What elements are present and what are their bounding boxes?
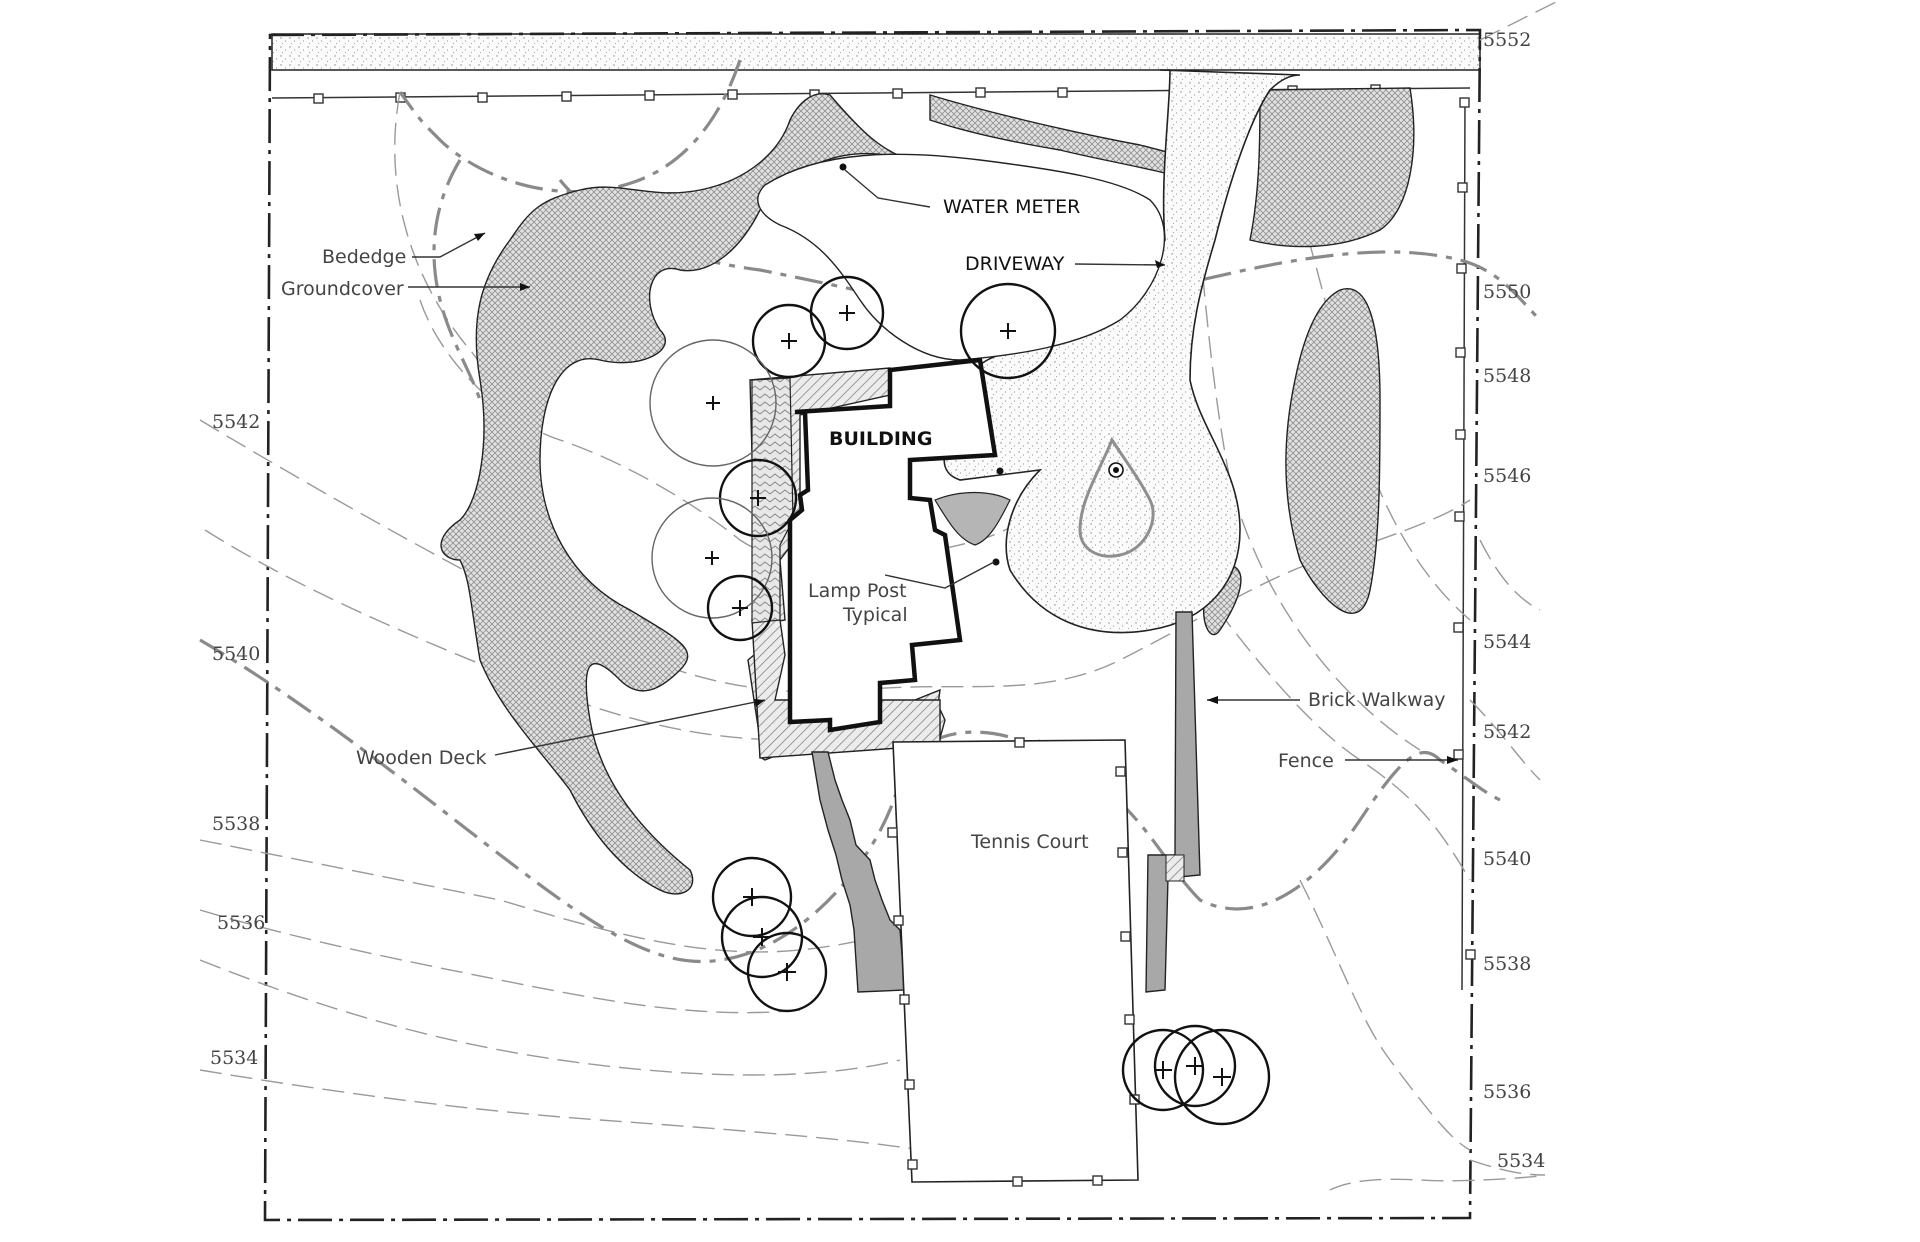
- road-strip: [271, 33, 1481, 71]
- water-meter-label: WATER METER: [943, 196, 1080, 218]
- svg-text:5552: 5552: [1483, 29, 1531, 51]
- east-fence-posts: [1453, 97, 1476, 960]
- svg-text:5538: 5538: [212, 813, 260, 835]
- water-meter-point: [839, 163, 847, 171]
- elevation-labels: 5552 5550 5548 5546 5544 5542 5540 5538 …: [210, 29, 1545, 1172]
- svg-text:5546: 5546: [1483, 465, 1531, 487]
- driveway-label: DRIVEWAY: [965, 253, 1065, 275]
- lamp-post-label-line1: Lamp Post: [808, 580, 907, 602]
- property-boundary: [263, 28, 1482, 1222]
- east-fence-line: [1461, 99, 1466, 991]
- svg-text:5550: 5550: [1483, 281, 1531, 303]
- lamp-post-2: [992, 558, 1000, 566]
- walkway-steps: [1165, 854, 1185, 882]
- tennis-court-boundary: [892, 739, 1139, 1183]
- driveway-island: [1078, 436, 1155, 558]
- svg-text:5536: 5536: [217, 912, 265, 934]
- entry-paving: [934, 491, 1011, 546]
- svg-text:5540: 5540: [212, 643, 260, 665]
- groundcover-bed-northeast: [1249, 87, 1415, 248]
- svg-text:5534: 5534: [1497, 1150, 1545, 1172]
- wooden-deck-label: Wooden Deck: [356, 747, 487, 769]
- building-footprint: [787, 357, 998, 733]
- brick-walkway-west: [811, 751, 906, 993]
- groundcover-bed-west: [440, 93, 911, 895]
- bededge-label: Bededge: [322, 246, 406, 268]
- driveway-inner-loop: [757, 153, 1166, 361]
- groundcover-beds: [440, 87, 1415, 895]
- building-label: BUILDING: [829, 428, 932, 450]
- brick-walkway-label: Brick Walkway: [1308, 689, 1446, 711]
- svg-text:5544: 5544: [1483, 631, 1531, 653]
- groundcover-label: Groundcover: [281, 278, 404, 300]
- svg-text:5548: 5548: [1483, 365, 1531, 387]
- fence-label: Fence: [1278, 750, 1334, 772]
- groundcover-bed-east: [1285, 288, 1381, 614]
- island-marker-dot: [1113, 467, 1119, 473]
- brick-walkway-east: [1145, 611, 1201, 993]
- tennis-court-posts: [887, 737, 1140, 1187]
- label-leaders: [408, 169, 1458, 764]
- trees: [649, 275, 1271, 1126]
- svg-text:5542: 5542: [212, 411, 260, 433]
- tennis-court-label: Tennis Court: [970, 831, 1089, 853]
- lamp-post-label-line2: Typical: [842, 604, 908, 626]
- svg-text:5534: 5534: [210, 1047, 258, 1069]
- svg-text:5542: 5542: [1483, 721, 1531, 743]
- svg-text:5540: 5540: [1483, 848, 1531, 870]
- lamp-post-1: [996, 467, 1004, 475]
- svg-text:5536: 5536: [1483, 1081, 1531, 1103]
- svg-text:5538: 5538: [1483, 953, 1531, 975]
